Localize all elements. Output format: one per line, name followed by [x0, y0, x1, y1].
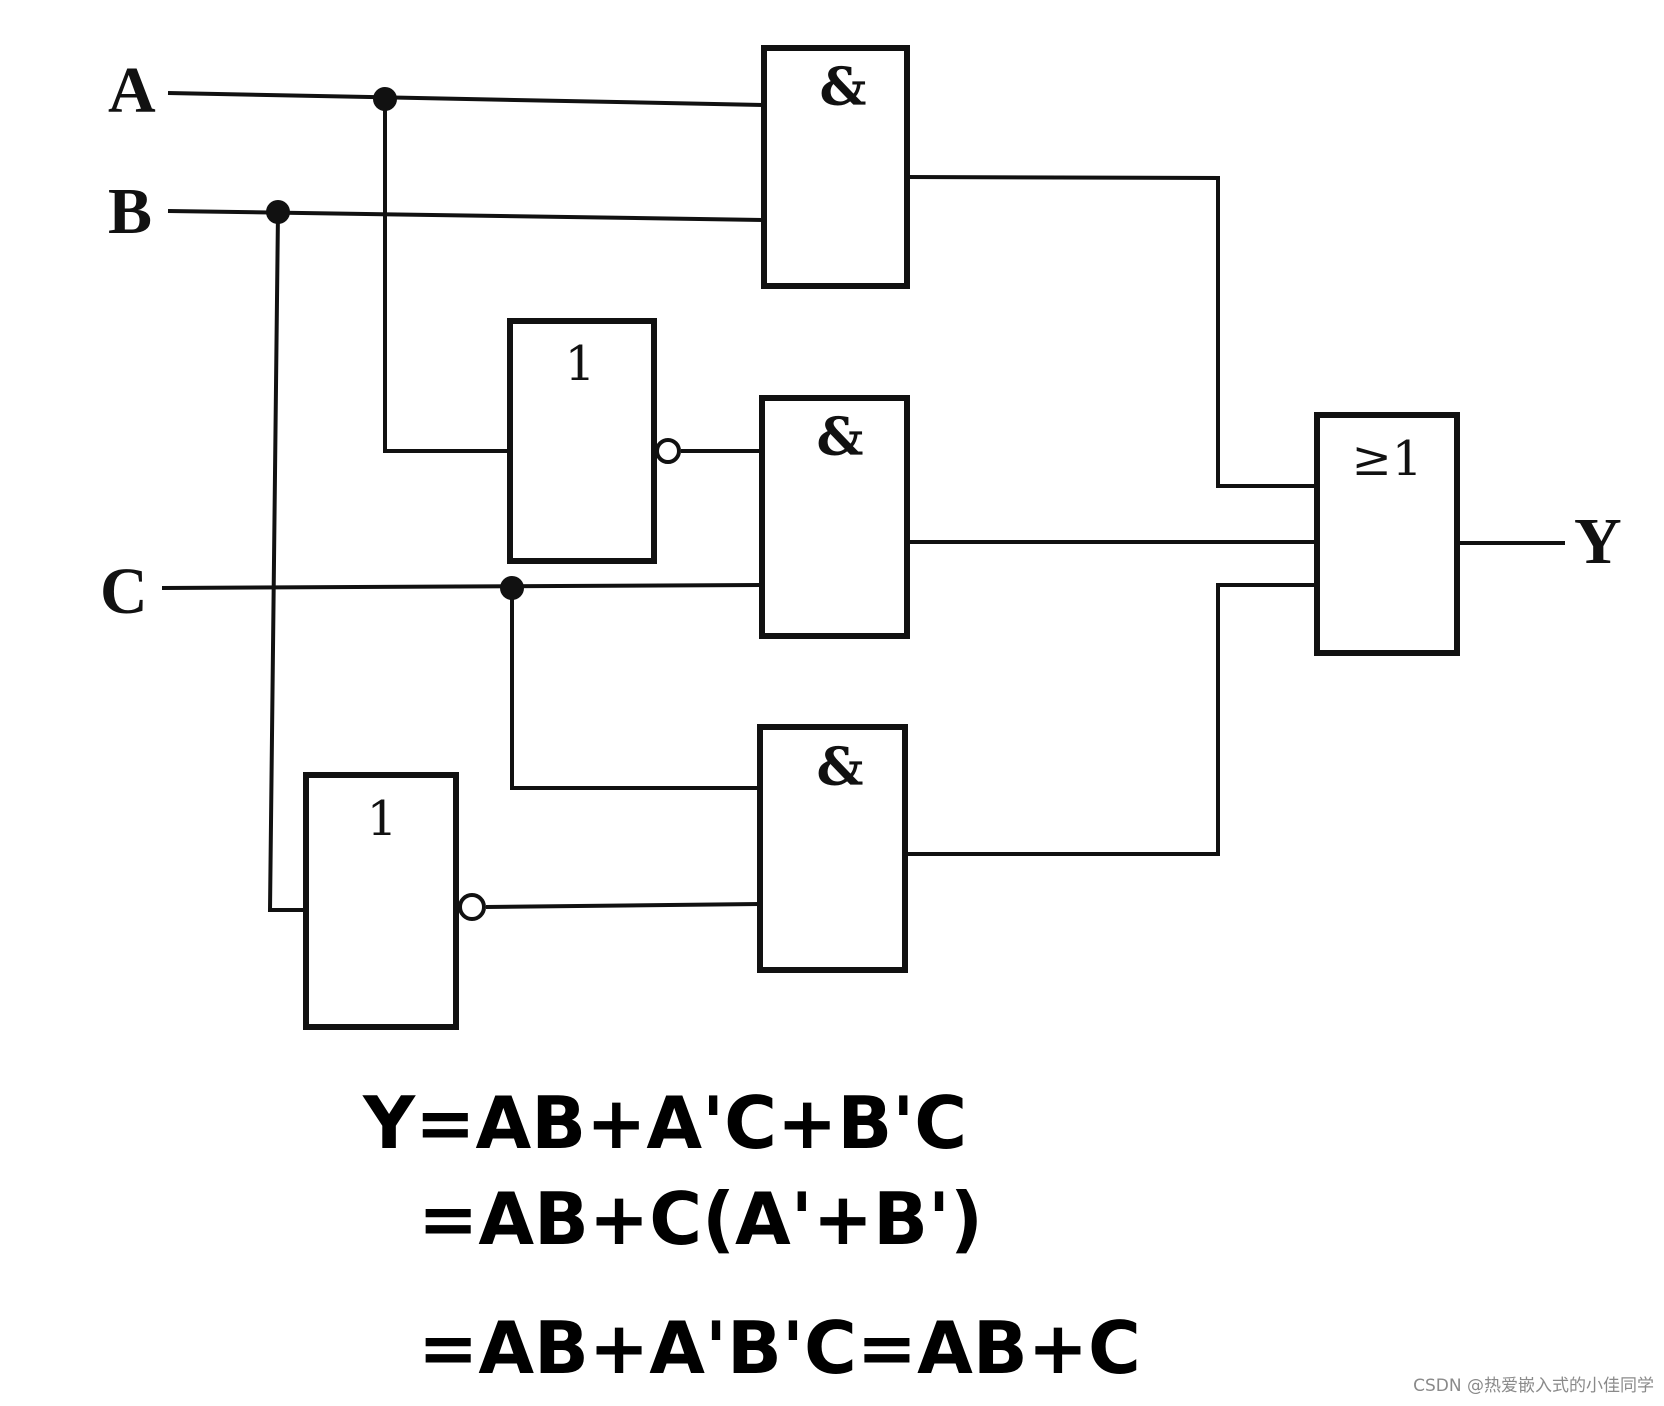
gate-and-top-symbol: &	[820, 57, 867, 118]
inversion-bubble-b	[458, 893, 486, 921]
wire-and-top-out	[905, 175, 1316, 488]
equation-line-3: =AB+A'B'C=AB+C	[418, 1306, 1141, 1390]
inversion-bubble-a	[655, 438, 681, 464]
gate-and-bottom	[757, 724, 908, 973]
wire-and-bottom-out	[906, 583, 1316, 856]
junction-c	[500, 576, 524, 600]
input-label-b: B	[108, 175, 152, 248]
input-label-a: A	[108, 54, 156, 127]
wire-c-to-and-bottom	[510, 588, 760, 790]
gate-not-a	[507, 318, 657, 564]
equation-line-1: Y=AB+A'C+B'C	[363, 1081, 968, 1165]
output-label-y: Y	[1574, 505, 1622, 578]
gate-not-b	[303, 772, 459, 1030]
input-label-c: C	[100, 555, 148, 628]
gate-and-bottom-symbol: &	[817, 737, 864, 798]
gate-and-mid	[759, 395, 910, 639]
junction-b	[266, 200, 290, 224]
gate-or	[1314, 412, 1460, 656]
gate-not-a-symbol: 1	[565, 336, 596, 392]
gate-and-top	[761, 45, 910, 289]
junction-a	[373, 87, 397, 111]
gate-or-symbol: ≥1	[1352, 431, 1423, 487]
wire-a	[167, 91, 766, 107]
wire-not-b-out	[485, 902, 761, 909]
wire-c	[161, 583, 761, 590]
watermark: CSDN @热爱嵌入式的小佳同学	[1413, 1376, 1654, 1396]
wire-b	[167, 209, 766, 222]
equation-line-2: =AB+C(A'+B')	[418, 1177, 983, 1261]
wire-a-to-not	[383, 99, 509, 453]
gate-and-mid-symbol: &	[817, 407, 864, 468]
gate-not-b-symbol: 1	[367, 791, 398, 847]
wire-b-to-not	[267, 211, 305, 912]
